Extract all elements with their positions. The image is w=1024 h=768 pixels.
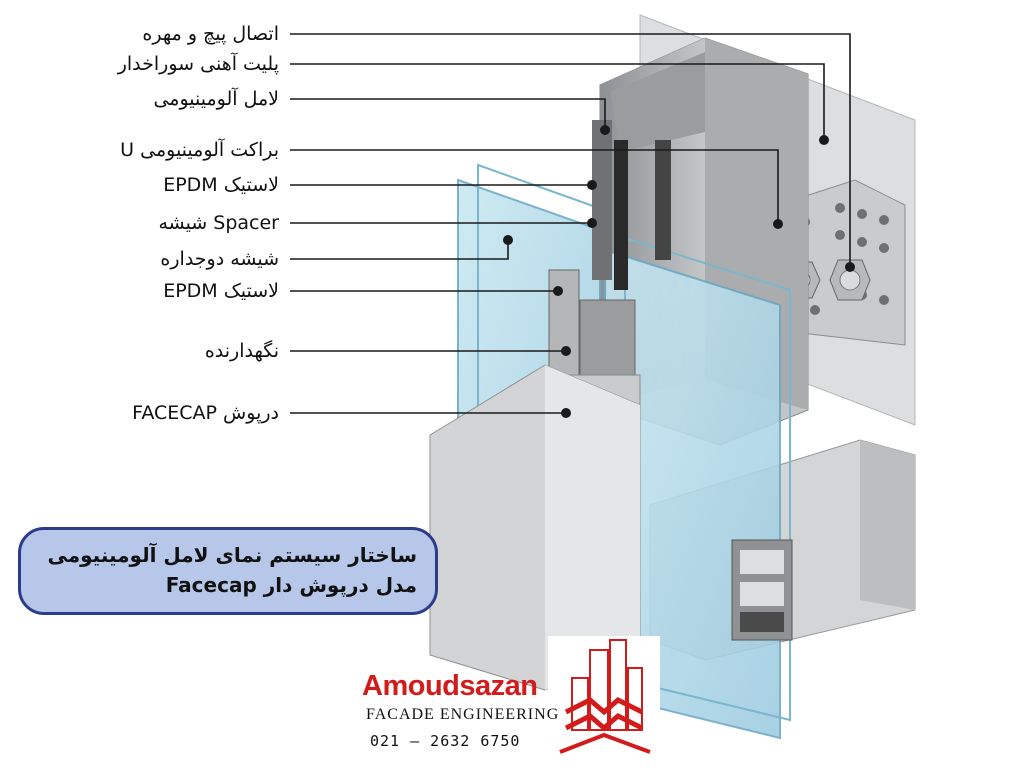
- leader-bolt-nut: [290, 33, 851, 267]
- label-epdm-2: لاستیک EPDM: [163, 280, 279, 302]
- caption-box: ساختار سیستم نمای لامل آلومینیومی مدل در…: [18, 527, 438, 615]
- leader-dots: [503, 125, 855, 418]
- label-epdm-1: لاستیک EPDM: [163, 174, 279, 196]
- logo-subtitle: FACADE ENGINEERING: [366, 706, 560, 723]
- label-holder: نگهدارنده: [204, 340, 279, 362]
- transom-profile: [731, 539, 793, 641]
- logo-phone: 021 – 2632 6750: [370, 732, 521, 750]
- logo-building-mark: [559, 639, 651, 754]
- leader-perforated-plate: [290, 63, 825, 140]
- label-spacer: Spacer شیشه: [158, 212, 279, 234]
- leader-u-bracket: [290, 149, 779, 224]
- caption-line-1: ساختار سیستم نمای لامل آلومینیومی: [47, 543, 417, 567]
- label-aluminium-mullion: لامل آلومینیومی: [153, 88, 279, 110]
- leader-aluminium-mullion: [290, 98, 606, 130]
- logo-name: Amoudsazan: [362, 670, 538, 702]
- caption-line-2: مدل درپوش دار Facecap: [165, 573, 417, 597]
- company-logo: Amoudsazan FACADE ENGINEERING 021 – 2632…: [362, 660, 662, 760]
- label-bolt-nut: اتصال پیچ و مهره: [142, 23, 279, 45]
- label-double-glass: شیشه دوجداره: [160, 248, 279, 270]
- label-u-bracket: براکت آلومینیومی U: [120, 139, 279, 161]
- label-perforated-plate: پلیت آهنی سوراخدار: [117, 53, 279, 75]
- leader-lines: [290, 33, 851, 414]
- leader-double-glass: [290, 240, 509, 260]
- label-facecap: درپوش FACECAP: [132, 402, 279, 424]
